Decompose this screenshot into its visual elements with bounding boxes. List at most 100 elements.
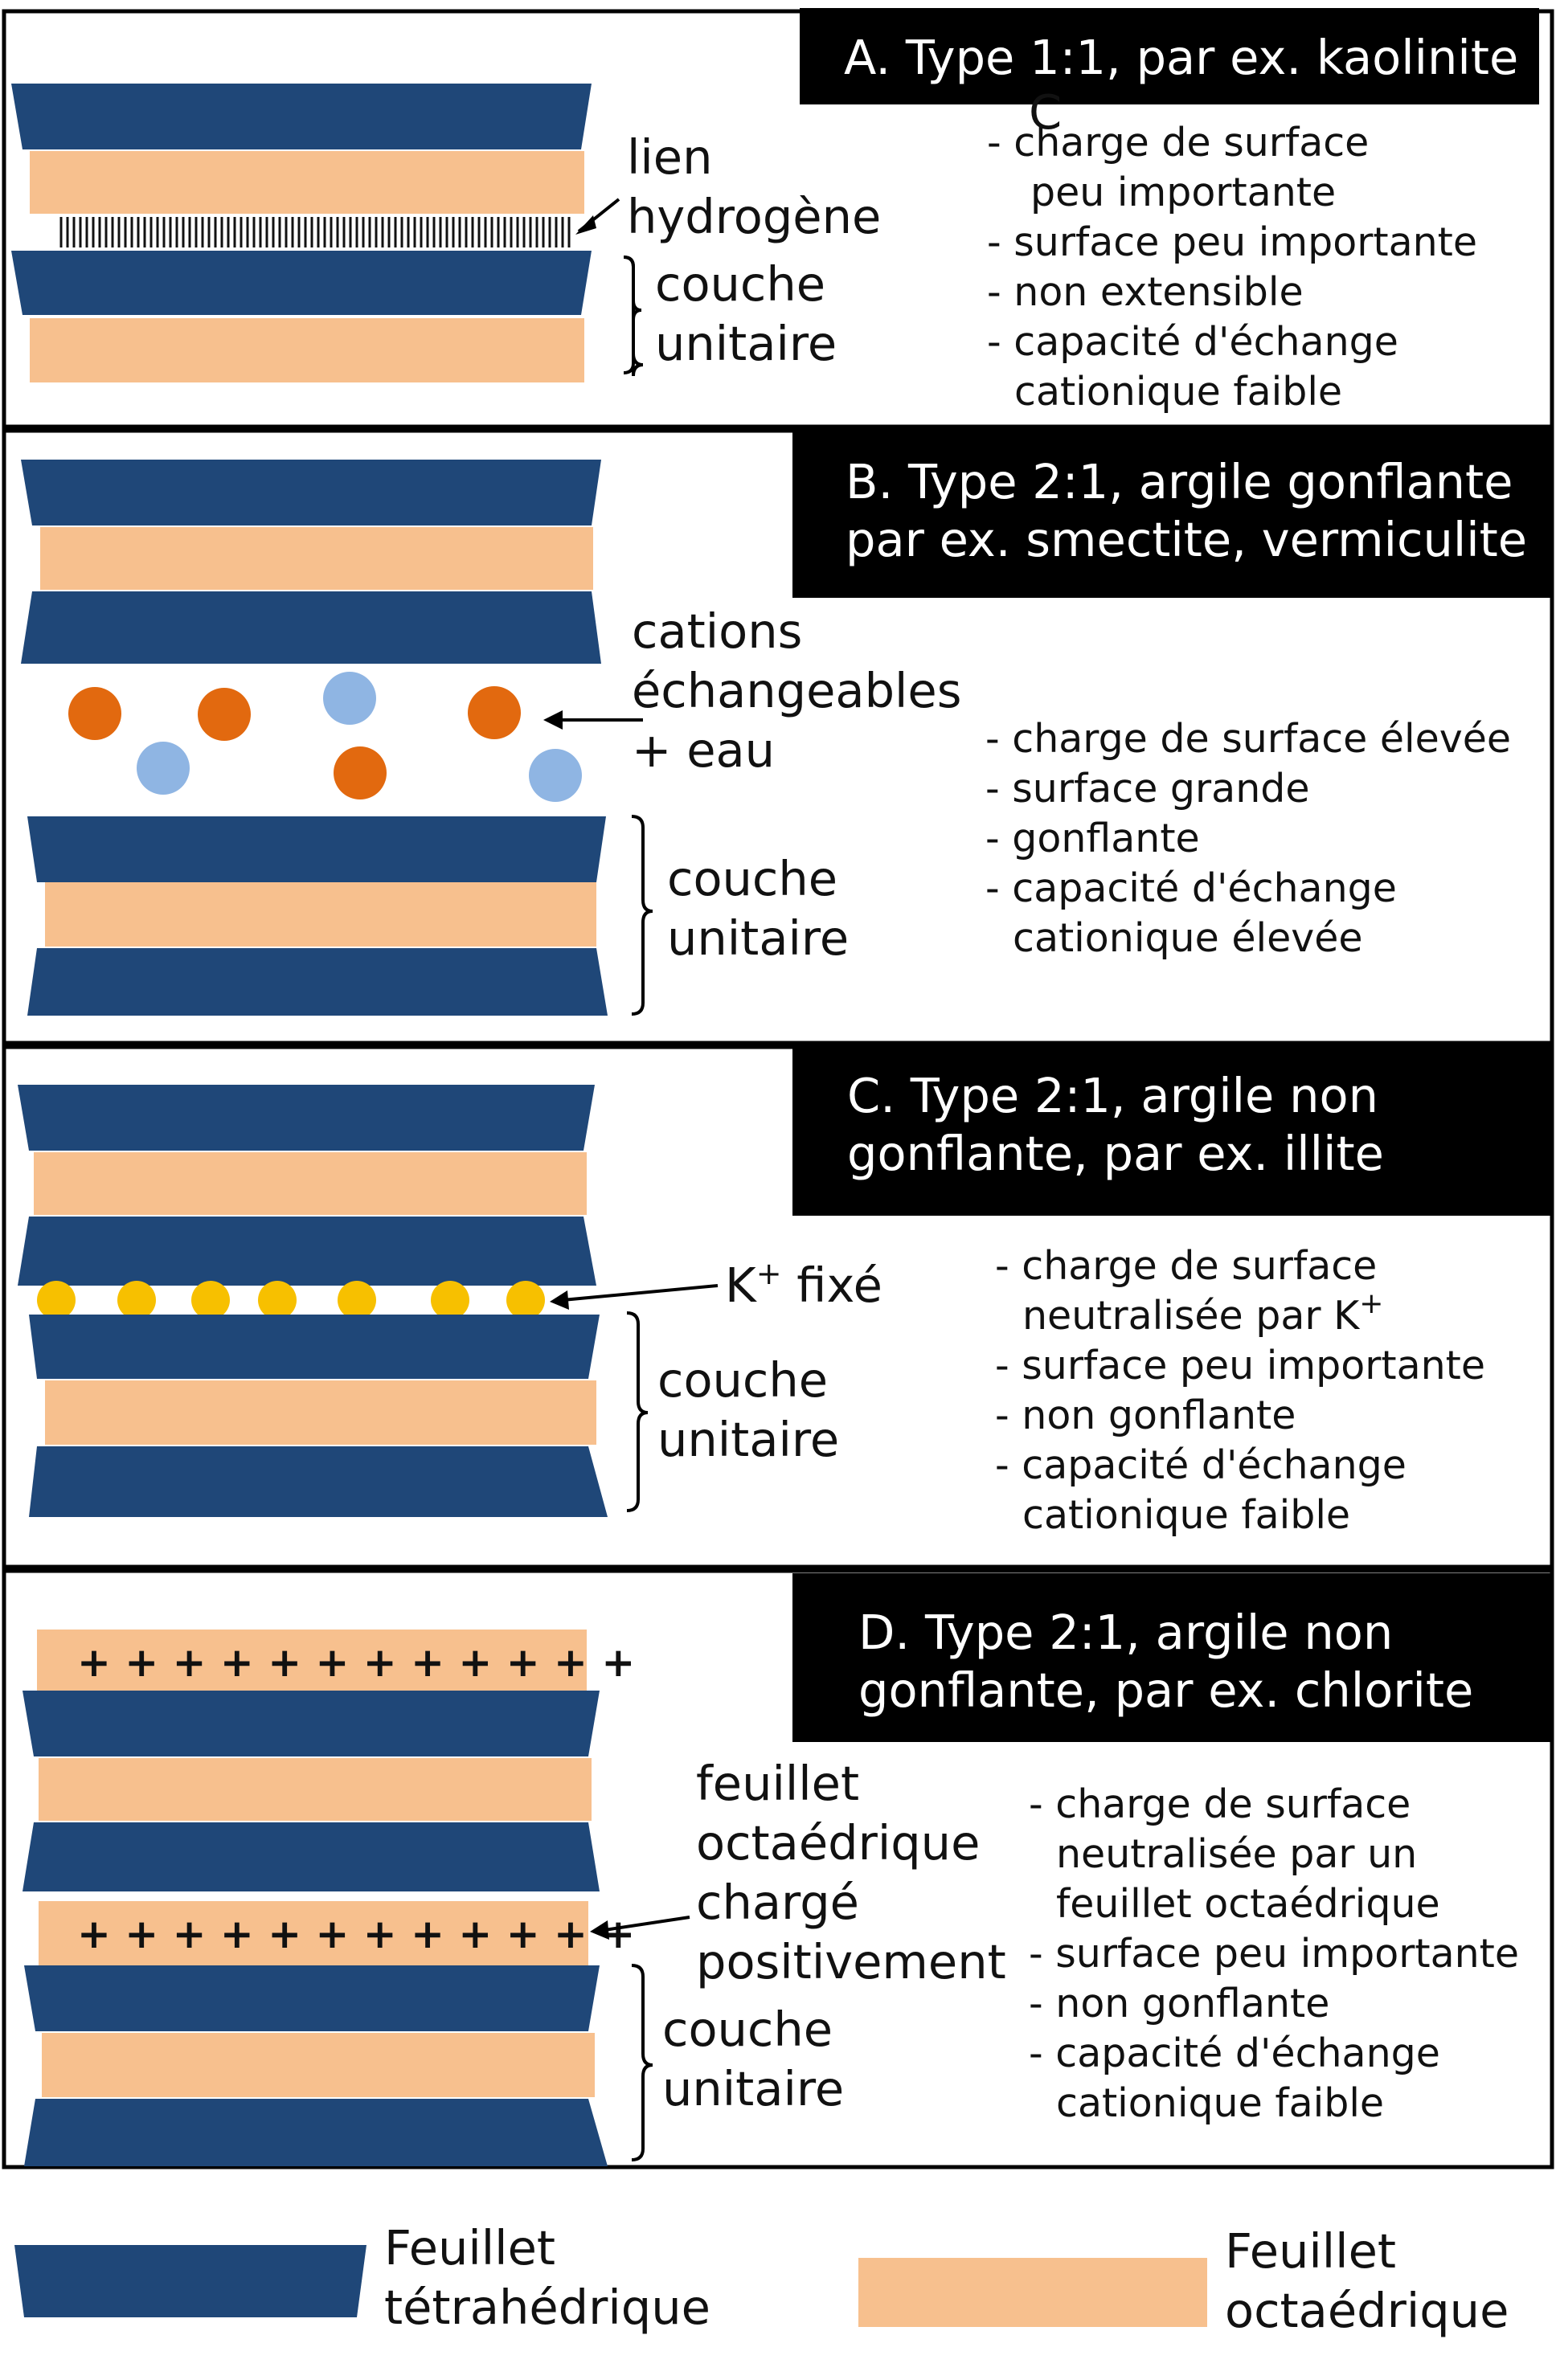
panel-d-prop-6: - capacité d'échange — [1029, 2030, 1440, 2076]
panel-c-prop-4: - non gonflante — [995, 1392, 1296, 1438]
legend-octahedral-swatch — [858, 2258, 1207, 2327]
panel-d-label-3: chargé — [696, 1875, 859, 1930]
positive-charges: + + + + + + + + + + + + — [77, 1911, 635, 1957]
panel-a-prop-3: - surface peu importante — [987, 219, 1477, 265]
panel-b-prop-3: - gonflante — [985, 816, 1200, 861]
panel-a-unit-label-2: unitaire — [655, 316, 837, 371]
tetrahedral-sheet — [21, 460, 601, 525]
panel-a-title: A. Type 1:1, par ex. kaolinite — [844, 30, 1518, 85]
legend-octahedral-label-2: octaédrique — [1225, 2283, 1509, 2338]
panel-a-label-line-1: lien — [627, 129, 712, 185]
potassium-ion — [258, 1281, 297, 1319]
panel-d-label-4: positivement — [696, 1934, 1006, 1989]
tetrahedral-sheet — [27, 948, 608, 1016]
water-molecule — [323, 672, 376, 725]
panel-b-prop-1: - charge de surface élevée — [985, 716, 1511, 762]
panel-d-unit-label-2: unitaire — [662, 2061, 844, 2116]
panel-d-unit-label-1: couche — [662, 2002, 833, 2057]
panel-a-prop-5: - capacité d'échange — [987, 319, 1398, 365]
octahedral-sheet — [39, 1758, 592, 1821]
panel-b-label-3: + eau — [632, 722, 775, 778]
panel-b-title-2: par ex. smectite, vermiculite — [846, 512, 1527, 567]
tetrahedral-sheet — [18, 1085, 595, 1151]
tetrahedral-sheet — [27, 816, 606, 882]
unit-layer-brace — [623, 256, 642, 374]
arrowhead-icon — [590, 1920, 609, 1940]
panel-c-prop-5: - capacité d'échange — [995, 1442, 1407, 1488]
legend-tetrahedral-label-1: Feuillet — [384, 2220, 555, 2276]
unit-layer-brace — [631, 815, 653, 1016]
panel-d-title-1: D. Type 2:1, argile non — [858, 1605, 1393, 1660]
panel-c-prop-6: cationique faible — [1022, 1492, 1350, 1538]
panel-a: A. Type 1:1, par ex. kaolinite C lien hy… — [2, 8, 1554, 429]
panel-d: D. Type 2:1, argile non gonflante, par e… — [2, 1568, 1554, 2169]
panel-c: C. Type 2:1, argile non gonflante, par e… — [2, 1045, 1554, 1569]
unit-layer-brace — [631, 1964, 653, 2161]
panel-d-label-1: feuillet — [696, 1756, 859, 1811]
positive-charges: + + + + + + + + + + + + — [77, 1639, 635, 1686]
panel-a-label-line-2: hydrogène — [627, 189, 881, 244]
panel-a-header-bg — [800, 8, 1539, 104]
panel-a-prop-4: - non extensible — [987, 269, 1304, 315]
panel-a-frame — [2, 9, 1554, 429]
potassium-ion — [191, 1281, 230, 1319]
panel-b-prop-5: cationique élevée — [1013, 915, 1363, 961]
potassium-arrow — [562, 1284, 719, 1302]
panel-a-prop-1: - charge de surface — [987, 120, 1369, 166]
tetrahedral-sheet — [29, 1315, 600, 1379]
tetrahedral-sheet — [23, 1691, 600, 1756]
tetrahedral-sheet — [11, 84, 592, 149]
panel-d-prop-5: - non gonflante — [1029, 1981, 1329, 2026]
exchangeable-cation — [198, 688, 251, 741]
panel-c-unit-label-1: couche — [657, 1352, 828, 1408]
panel-c-prop-3: - surface peu importante — [995, 1343, 1485, 1388]
panel-c-prop-2: neutralisée par K+ — [1022, 1287, 1383, 1339]
octahedral-sheet — [42, 2033, 595, 2097]
panel-a-prop-6: cationique faible — [1014, 369, 1342, 415]
potassium-ion — [117, 1281, 156, 1319]
tetrahedral-sheet — [23, 1822, 600, 1891]
panel-c-title-1: C. Type 2:1, argile non — [847, 1068, 1378, 1123]
potassium-ion — [37, 1281, 76, 1319]
panel-a-prop-2: peu importante — [1030, 170, 1336, 215]
exchangeable-cation — [68, 687, 121, 740]
octahedral-sheet — [30, 151, 584, 214]
panel-d-title-2: gonflante, par ex. chlorite — [858, 1662, 1473, 1718]
charged-sheet-arrow — [604, 1916, 690, 1932]
panel-b: B. Type 2:1, argile gonflante par ex. sm… — [2, 428, 1554, 1045]
water-molecule — [137, 742, 190, 795]
panel-c-prop-1: - charge de surface — [995, 1243, 1377, 1289]
panel-d-label-2: octaédrique — [696, 1815, 980, 1871]
unit-layer-brace — [626, 1311, 649, 1512]
exchangeable-cation — [334, 746, 387, 799]
legend-tetrahedral-label-2: tétrahédrique — [384, 2280, 710, 2335]
panel-b-title-1: B. Type 2:1, argile gonflante — [846, 454, 1513, 509]
water-molecule — [529, 749, 582, 802]
hydrogen-bond-lines — [59, 217, 571, 247]
panel-a-unit-label-1: couche — [655, 256, 825, 312]
legend-tetrahedral-swatch — [14, 2245, 366, 2317]
octahedral-sheet — [45, 882, 596, 947]
panel-b-header-bg — [792, 429, 1552, 598]
arrowhead-icon — [575, 215, 596, 235]
tetrahedral-sheet — [24, 1965, 600, 2031]
tetrahedral-sheet — [24, 2099, 608, 2166]
tetrahedral-sheet — [18, 1217, 596, 1286]
charged-octahedral-sheet — [39, 1901, 588, 1965]
panel-b-frame — [2, 428, 1554, 1045]
arrowhead-icon — [550, 1290, 569, 1310]
panel-c-frame — [2, 1045, 1554, 1569]
panel-d-prop-7: cationique faible — [1056, 2080, 1384, 2126]
panel-c-header-bg — [792, 1047, 1552, 1216]
panel-b-prop-4: - capacité d'échange — [985, 865, 1397, 911]
legend-octahedral-label-1: Feuillet — [1225, 2223, 1396, 2279]
legend: Feuillet tétrahédrique Feuillet octaédri… — [14, 2220, 1509, 2338]
charged-octahedral-sheet — [37, 1630, 587, 1694]
tetrahedral-sheet — [11, 251, 592, 315]
panel-c-unit-label-2: unitaire — [657, 1412, 839, 1467]
panel-b-unit-label-1: couche — [667, 851, 837, 906]
panel-c-title-2: gonflante, par ex. illite — [847, 1126, 1384, 1181]
panel-b-prop-2: - surface grande — [985, 766, 1310, 812]
octahedral-sheet — [34, 1152, 587, 1215]
